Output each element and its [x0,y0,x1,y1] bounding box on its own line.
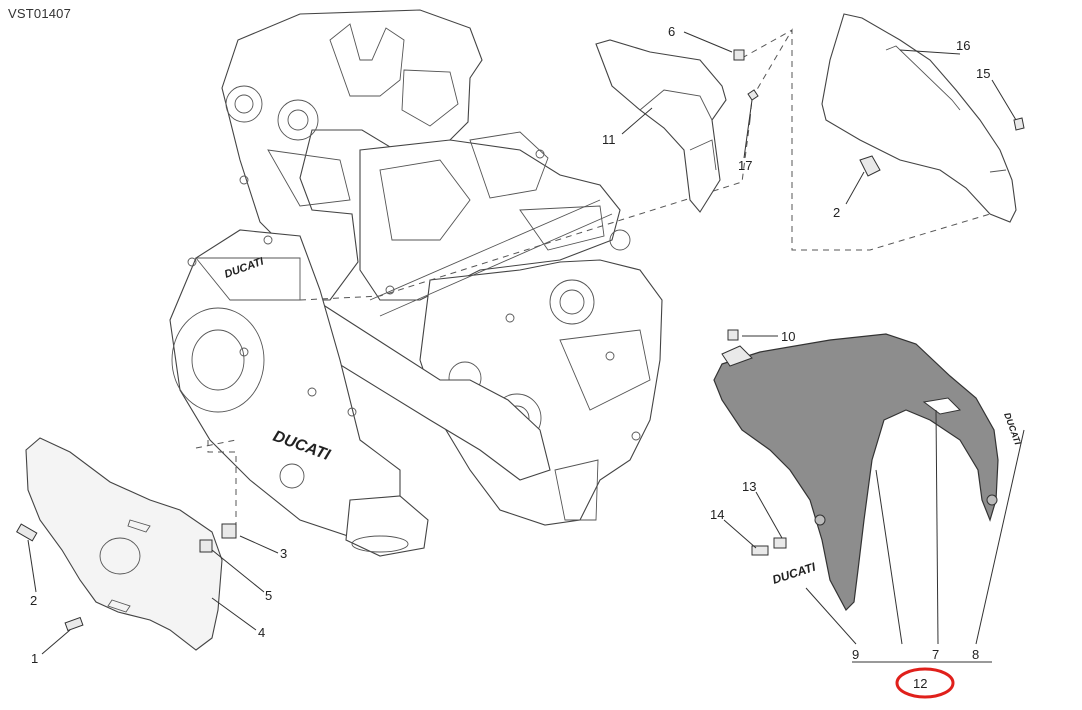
callout-16: 16 [956,38,970,53]
reference-code: VST01407 [8,6,72,21]
part-11-upper-belt-cover [595,39,759,213]
part-12-sprocket-cover: DUCATI DUCATI [713,333,1023,611]
callout-3: 3 [280,546,287,561]
engine-assembly: DUCATI DUCATI [169,9,663,557]
callout-9: 9 [852,647,859,662]
callout-17: 17 [738,158,752,173]
emblem-brand-lettering: DUCATI [771,560,818,587]
callout-5: 5 [265,588,272,603]
callout-15: 15 [976,66,990,81]
callout-12: 12 [913,676,927,691]
callout-8: 8 [972,647,979,662]
leader-lines [27,31,1025,663]
callout-6: 6 [668,24,675,39]
callout-1: 1 [31,651,38,666]
assembly-guide-lines [195,28,991,536]
callout-14: 14 [710,507,724,522]
part-4-front-belt-cover [25,437,223,651]
callout-labels: 1 2 2 3 4 5 6 7 8 9 10 11 12 13 14 15 16… [30,24,990,691]
callout-11: 11 [602,132,616,147]
callout-10: 10 [781,329,795,344]
decal-brand-lettering: DUCATI [1002,411,1023,446]
callout-4: 4 [258,625,265,640]
part-16-vertical-belt-cover [821,13,1025,223]
callout-7: 7 [932,647,939,662]
callout-13: 13 [742,479,756,494]
fasteners [16,329,787,632]
callout-2-left: 2 [30,593,37,608]
callout-12-highlight-circle [895,667,955,699]
callout-2-right: 2 [833,205,840,220]
